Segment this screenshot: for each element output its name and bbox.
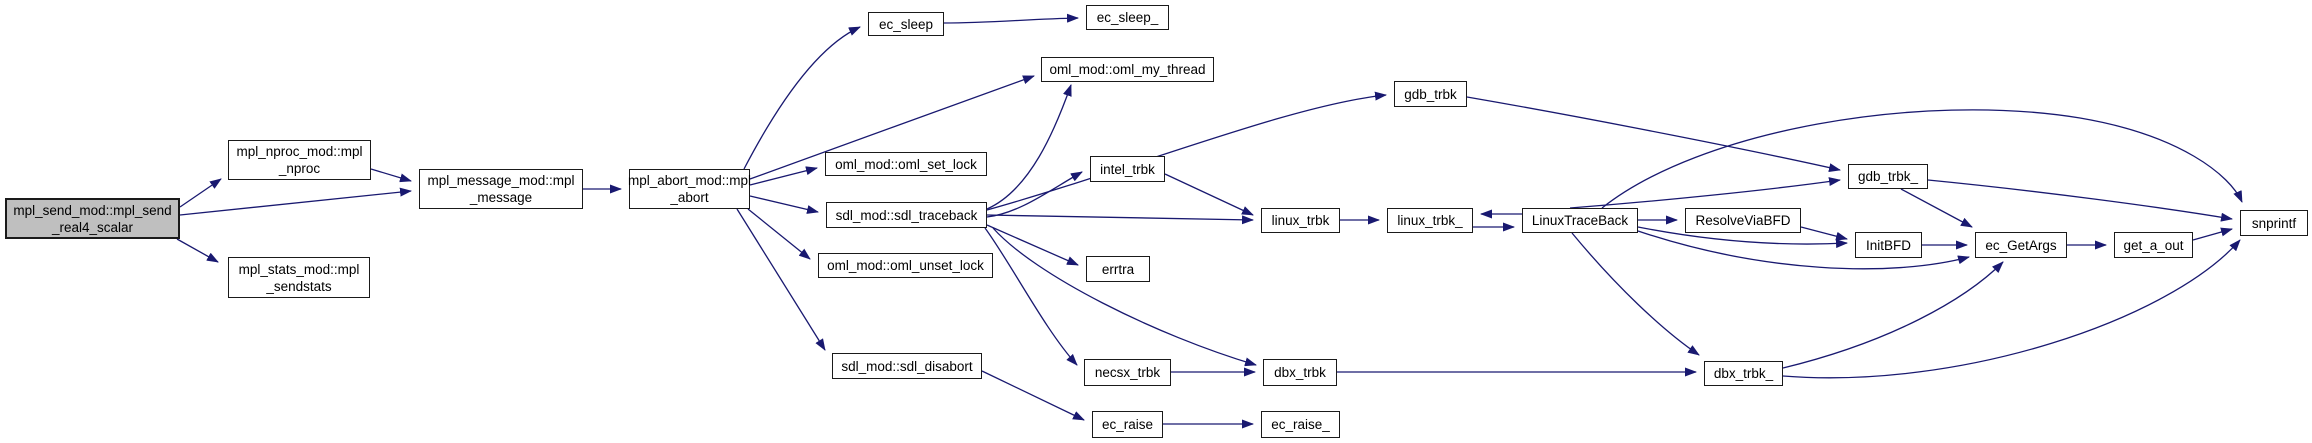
edge-mpl_abort-to-sdl_disabort bbox=[736, 208, 826, 351]
node-gdb_trbk_[interactable]: gdb_trbk_ bbox=[1848, 164, 1928, 189]
node-label: snprintf bbox=[2251, 215, 2297, 231]
edge-mpl_nproc-to-mpl_message bbox=[370, 168, 412, 183]
node-linux_trbk[interactable]: linux_trbk bbox=[1261, 208, 1340, 233]
edge-gdb_trbk_-to-snprintf bbox=[1927, 179, 2233, 222]
node-snprintf[interactable]: snprintf bbox=[2240, 210, 2308, 236]
node-ec_sleep_[interactable]: ec_sleep_ bbox=[1086, 5, 1169, 30]
edge-mpl_send_real4_scalar-to-mpl_message bbox=[179, 187, 412, 216]
edge-gdb_trbk_-to-ec_GetArgs bbox=[1900, 188, 1973, 228]
node-label: oml_mod::oml_unset_lock bbox=[827, 258, 984, 273]
edge-dbx_trbk_-to-ec_GetArgs bbox=[1782, 261, 2004, 369]
node-label: ResolveViaBFD bbox=[1695, 213, 1791, 228]
edge-gdb_trbk-to-gdb_trbk_ bbox=[1466, 96, 1841, 172]
node-label: oml_mod::oml_my_thread bbox=[1049, 62, 1206, 77]
edge-mpl_send_real4_scalar-to-mpl_nproc bbox=[179, 178, 222, 208]
node-label: _abort bbox=[670, 190, 709, 205]
node-label: _real4_scalar bbox=[51, 219, 134, 235]
node-sdl_traceback[interactable]: sdl_mod::sdl_traceback bbox=[826, 202, 987, 228]
edge-LinuxTraceBack-to-snprintf bbox=[1601, 109, 2243, 209]
node-label: intel_trbk bbox=[1100, 161, 1155, 177]
node-label: linux_trbk bbox=[1271, 213, 1330, 228]
node-ec_raise[interactable]: ec_raise bbox=[1092, 411, 1163, 438]
node-label: mpl_abort_mod::mpl bbox=[627, 173, 752, 188]
edge-mpl_abort-to-oml_unset_lock bbox=[747, 208, 811, 260]
node-label: ec_sleep_ bbox=[1096, 10, 1159, 25]
node-label: get_a_out bbox=[2123, 237, 2184, 253]
node-gdb_trbk[interactable]: gdb_trbk bbox=[1394, 81, 1467, 107]
edge-mpl_abort-to-oml_my_thread bbox=[749, 75, 1035, 180]
node-label: InitBFD bbox=[1865, 237, 1911, 253]
edge-mpl_abort-to-oml_set_lock bbox=[749, 166, 818, 186]
node-InitBFD[interactable]: InitBFD bbox=[1855, 232, 1922, 258]
node-label: _message bbox=[469, 190, 533, 205]
edge-sdl_traceback-to-intel_trbk bbox=[986, 171, 1083, 218]
node-mpl_send_real4_scalar: mpl_send_mod::mpl_send_real4_scalar bbox=[5, 198, 180, 239]
edge-mpl_abort-to-ec_sleep bbox=[743, 26, 861, 170]
node-mpl_abort[interactable]: mpl_abort_mod::mpl_abort bbox=[627, 169, 752, 209]
node-linux_trbk_[interactable]: linux_trbk_ bbox=[1387, 208, 1473, 233]
edge-sdl_traceback-to-dbx_trbk bbox=[992, 227, 1257, 367]
edge-intel_trbk-to-linux_trbk bbox=[1164, 173, 1254, 216]
node-label: ec_sleep bbox=[878, 16, 934, 32]
edge-dbx_trbk_-to-snprintf bbox=[1782, 239, 2241, 379]
node-label: gdb_trbk_ bbox=[1857, 169, 1919, 184]
node-sdl_disabort[interactable]: sdl_mod::sdl_disabort bbox=[832, 353, 982, 379]
node-get_a_out[interactable]: get_a_out bbox=[2114, 232, 2193, 258]
edge-sdl_traceback-to-errtra bbox=[986, 224, 1079, 266]
node-oml_unset_lock[interactable]: oml_mod::oml_unset_lock bbox=[818, 253, 993, 278]
edge-ec_sleep-to-ec_sleep_ bbox=[943, 13, 1079, 24]
node-label: mpl_message_mod::mpl bbox=[427, 173, 575, 188]
edge-get_a_out-to-snprintf bbox=[2192, 227, 2233, 241]
node-label: necsx_trbk bbox=[1094, 365, 1161, 380]
edge-LinuxTraceBack-to-ec_GetArgs bbox=[1637, 230, 1970, 270]
node-label: errtra bbox=[1101, 261, 1135, 277]
edge-sdl_traceback-to-oml_my_thread bbox=[986, 84, 1072, 210]
node-oml_set_lock[interactable]: oml_mod::oml_set_lock bbox=[825, 152, 987, 176]
node-label: ec_raise_ bbox=[1271, 417, 1330, 432]
edge-sdl_traceback-to-linux_trbk bbox=[986, 214, 1254, 225]
edge-LinuxTraceBack-to-gdb_trbk_ bbox=[1569, 177, 1841, 209]
node-label: dbx_trbk_ bbox=[1713, 366, 1774, 381]
edge-sdl_disabort-to-ec_raise bbox=[981, 370, 1085, 421]
node-ec_sleep[interactable]: ec_sleep bbox=[868, 12, 944, 36]
node-label: mpl_stats_mod::mpl bbox=[238, 261, 360, 277]
node-mpl_message[interactable]: mpl_message_mod::mpl_message bbox=[419, 169, 583, 209]
node-ec_GetArgs[interactable]: ec_GetArgs bbox=[1975, 232, 2067, 258]
node-errtra[interactable]: errtra bbox=[1086, 256, 1150, 282]
node-mpl_nproc[interactable]: mpl_nproc_mod::mpl_nproc bbox=[228, 140, 371, 180]
node-label: mpl_send_mod::mpl_send bbox=[13, 202, 172, 218]
node-dbx_trbk[interactable]: dbx_trbk bbox=[1263, 359, 1337, 386]
edge-mpl_abort-to-sdl_traceback bbox=[749, 195, 819, 214]
node-label: _sendstats bbox=[266, 278, 332, 294]
node-mpl_sendstats[interactable]: mpl_stats_mod::mpl_sendstats bbox=[228, 257, 370, 298]
node-dbx_trbk_[interactable]: dbx_trbk_ bbox=[1704, 361, 1783, 386]
node-oml_my_thread[interactable]: oml_mod::oml_my_thread bbox=[1041, 57, 1214, 82]
node-label: dbx_trbk bbox=[1274, 365, 1326, 380]
node-label: mpl_nproc_mod::mpl bbox=[236, 144, 363, 159]
node-label: gdb_trbk bbox=[1404, 86, 1457, 102]
edge-sdl_traceback-to-necsx_trbk bbox=[984, 227, 1078, 366]
node-label: linux_trbk_ bbox=[1397, 213, 1463, 228]
node-label: oml_mod::oml_set_lock bbox=[835, 156, 977, 172]
edge-LinuxTraceBack-to-InitBFD bbox=[1637, 226, 1848, 249]
node-necsx_trbk[interactable]: necsx_trbk bbox=[1084, 359, 1171, 386]
node-LinuxTraceBack[interactable]: LinuxTraceBack bbox=[1522, 208, 1638, 233]
node-label: sdl_mod::sdl_traceback bbox=[835, 207, 978, 223]
node-label: ec_GetArgs bbox=[1985, 237, 2057, 253]
edge-LinuxTraceBack-to-dbx_trbk_ bbox=[1571, 232, 1700, 356]
edge-ResolveViaBFD-to-InitBFD bbox=[1800, 226, 1848, 241]
node-label: _nproc bbox=[278, 161, 321, 176]
node-label: LinuxTraceBack bbox=[1531, 213, 1629, 228]
edge-mpl_send_real4_scalar-to-mpl_sendstats bbox=[176, 238, 219, 263]
node-label: sdl_mod::sdl_disabort bbox=[841, 358, 973, 374]
node-ec_raise_[interactable]: ec_raise_ bbox=[1261, 411, 1340, 438]
node-label: ec_raise bbox=[1101, 417, 1154, 432]
node-intel_trbk[interactable]: intel_trbk bbox=[1090, 156, 1165, 182]
node-ResolveViaBFD[interactable]: ResolveViaBFD bbox=[1685, 208, 1801, 233]
edge-sdl_traceback-to-gdb_trbk bbox=[986, 91, 1387, 211]
